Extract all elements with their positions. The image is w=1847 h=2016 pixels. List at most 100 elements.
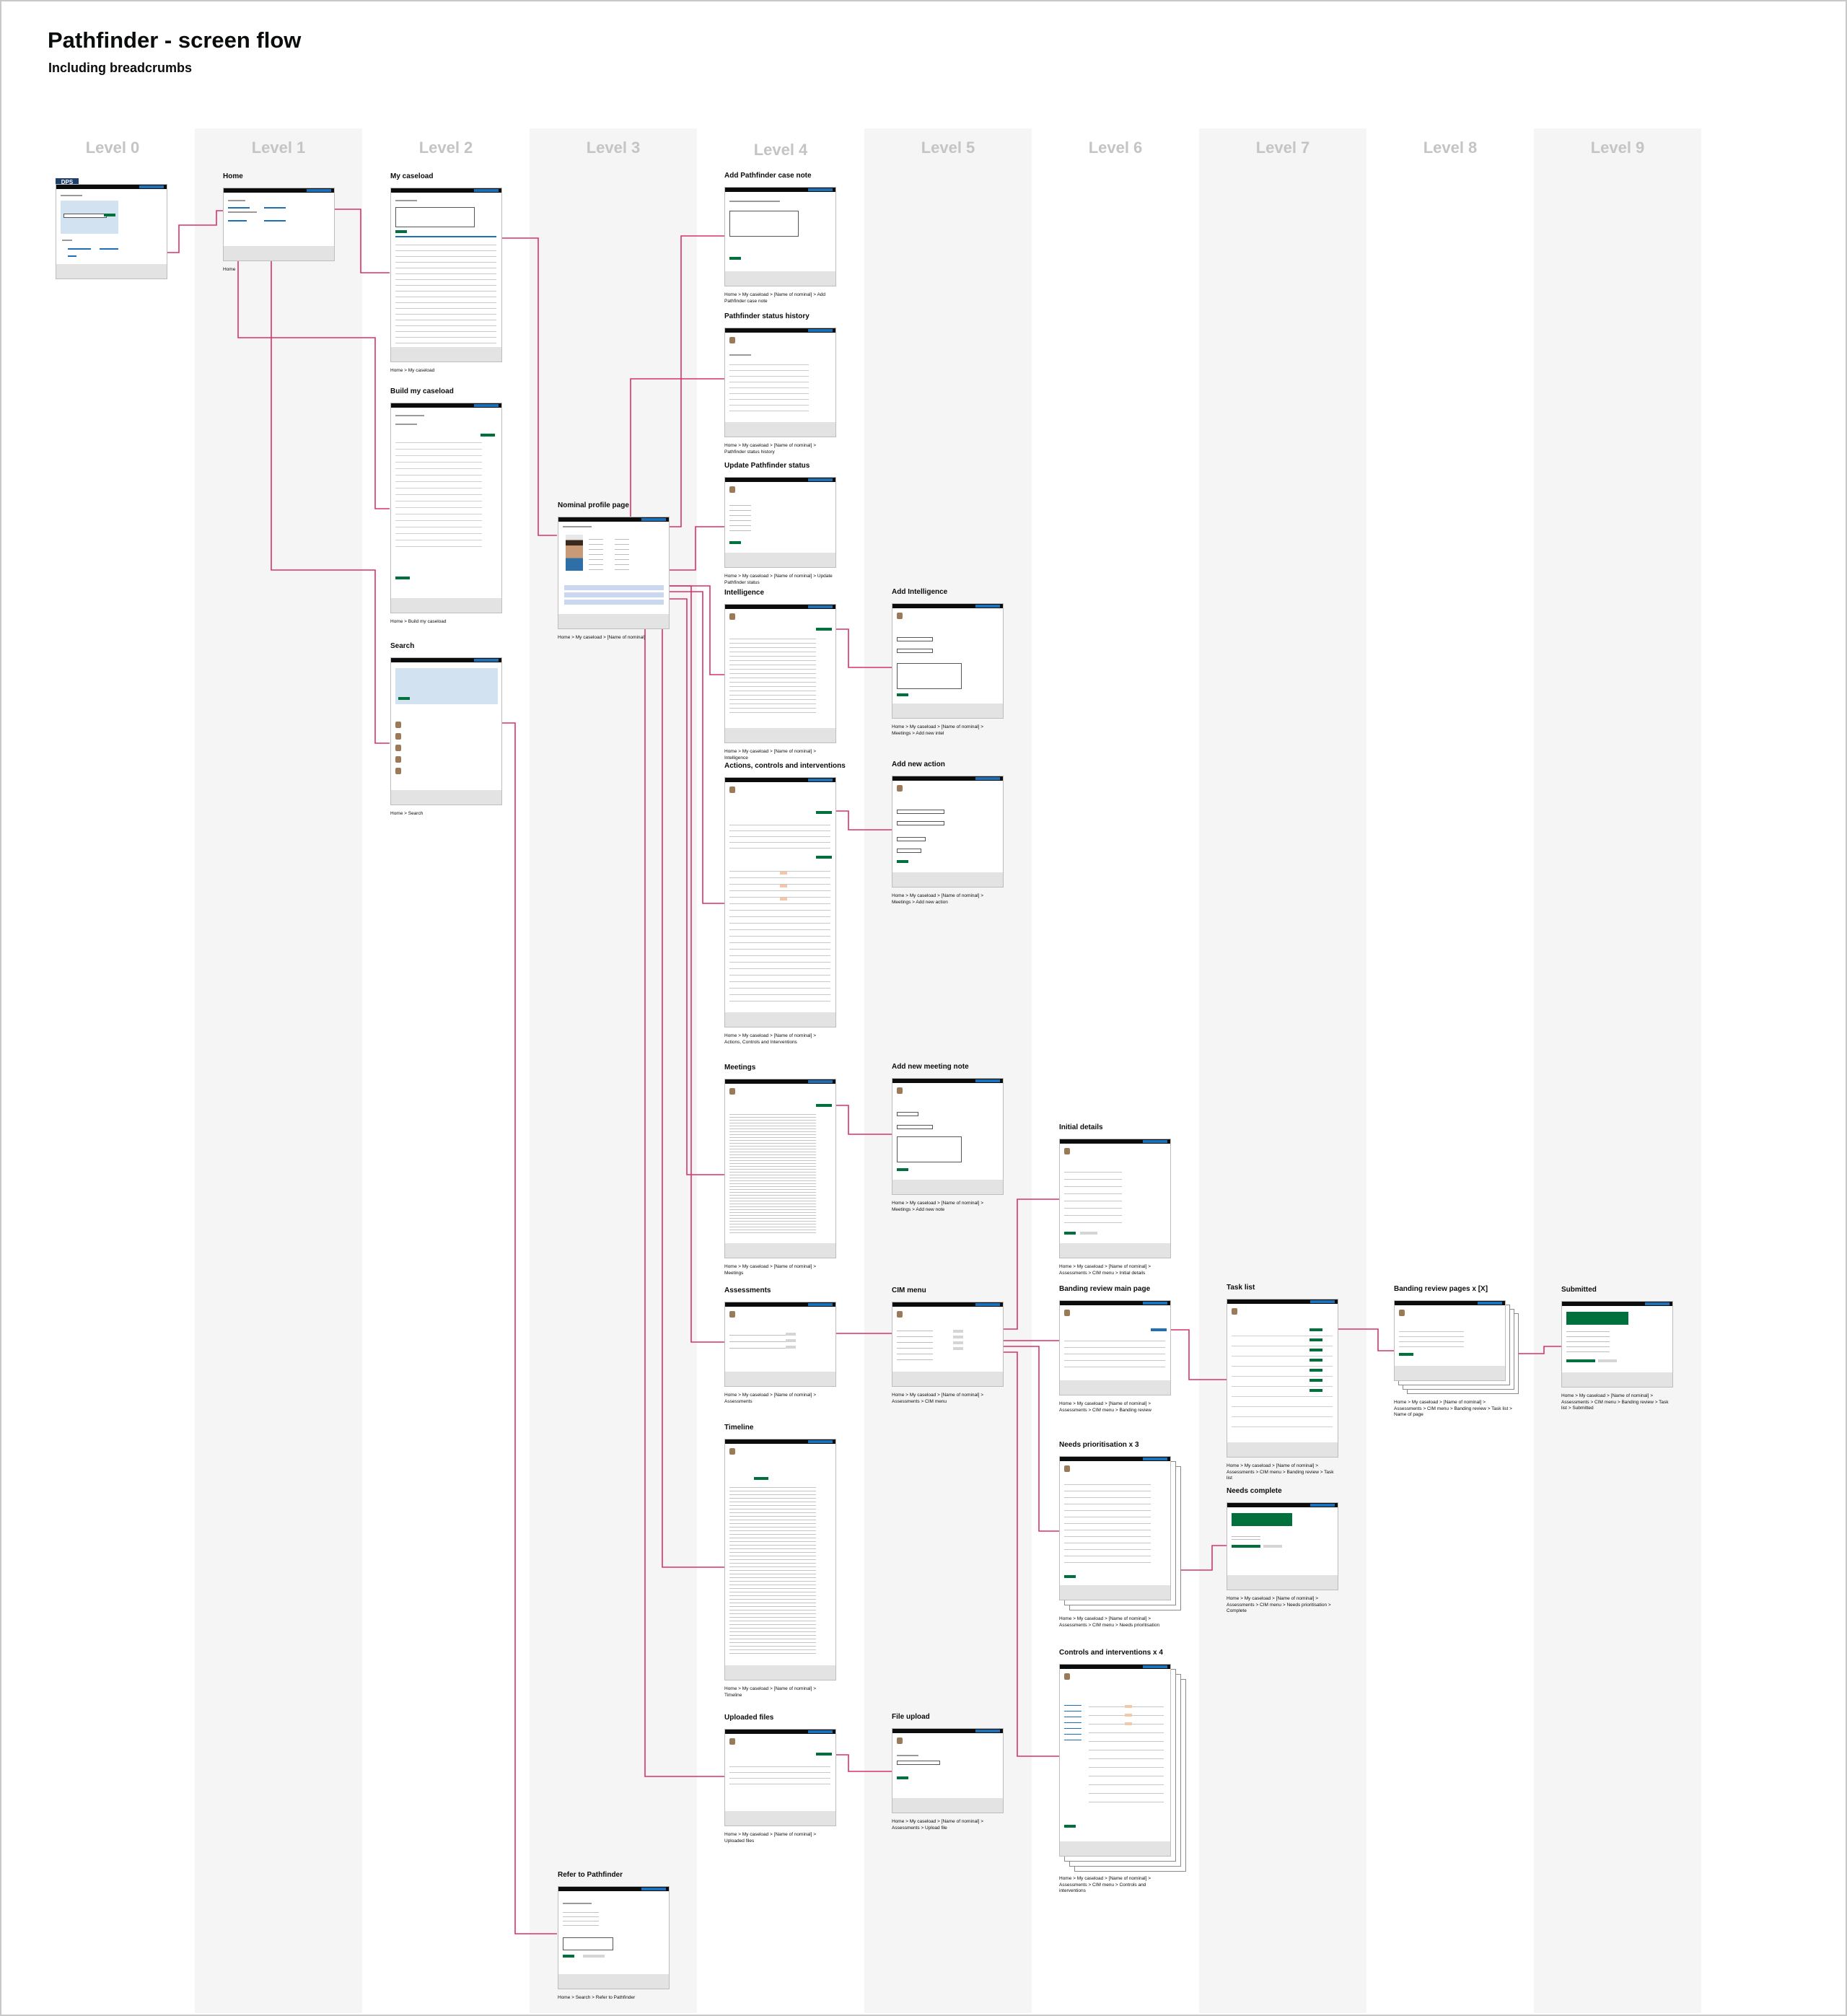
- screen-title: Add Intelligence: [892, 588, 948, 596]
- screen-needs-complete[interactable]: Needs complete Home > My caseload > [Nam…: [1227, 1487, 1338, 1613]
- screen-breadcrumb: Home > My caseload > [Name of nominal] >…: [892, 1201, 983, 1212]
- level-label-9: Level 9: [1590, 139, 1645, 157]
- screen-breadcrumb: Home > My caseload > [Name of nominal] >…: [724, 443, 816, 455]
- level-label-1: Level 1: [251, 139, 306, 157]
- screen-thumbnail: [1059, 1139, 1171, 1258]
- screen-submitted[interactable]: Submitted Home > My caseload > [Name of …: [1561, 1286, 1673, 1411]
- screen-breadcrumb: Home > My caseload > [Name of nominal] >…: [724, 1832, 816, 1844]
- screen-controls-interventions[interactable]: Controls and interventions x 4 Home > My…: [1059, 1649, 1188, 1893]
- level-label-8: Level 8: [1423, 139, 1478, 157]
- screen-add-action[interactable]: Add new action Home > My caseload > [Nam…: [892, 761, 1004, 905]
- screen-title: Nominal profile page: [558, 501, 629, 509]
- page-subtitle: Including breadcrumbs: [48, 61, 193, 75]
- screen-title: My caseload: [390, 172, 434, 180]
- screen-breadcrumb: Home > My caseload > [Name of nominal] >…: [1227, 1463, 1334, 1481]
- level-label-2: Level 2: [418, 139, 473, 157]
- screen-thumbnail: [390, 657, 502, 805]
- screen-title: Intelligence: [724, 589, 765, 597]
- screen-title: Add new action: [892, 761, 945, 768]
- screen-breadcrumb: Home > My caseload > [Name of nominal] >…: [724, 749, 816, 761]
- screen-breadcrumb: Home > Search > Refer to Pathfinder: [558, 1995, 636, 2000]
- screen-timeline[interactable]: Timeline Home > My caseload > [Name of n…: [724, 1424, 836, 1698]
- screen-thumbnail: [1227, 1299, 1338, 1458]
- screen-add-case-note[interactable]: Add Pathfinder case note Home > My casel…: [724, 172, 836, 304]
- screen-update-status[interactable]: Update Pathfinder status Home > My casel…: [724, 462, 836, 585]
- screen-title: Controls and interventions x 4: [1059, 1649, 1163, 1657]
- screen-thumbnail: [1227, 1502, 1338, 1590]
- level-label-4: Level 4: [753, 141, 808, 159]
- level-label-0: Level 0: [85, 139, 140, 157]
- screen-search[interactable]: Search Home > Search: [390, 642, 502, 816]
- screen-breadcrumb: Home > Search: [390, 811, 424, 816]
- screen-title: Banding review main page: [1059, 1285, 1151, 1293]
- screen-title: Task list: [1227, 1284, 1255, 1292]
- screen-breadcrumb: Home > My caseload > [Name of nominal] >…: [892, 893, 983, 905]
- screen-add-intelligence[interactable]: Add Intelligence Home > My caseload > [N…: [892, 588, 1004, 736]
- level-band-9: [1534, 128, 1701, 2013]
- screen-task-list[interactable]: Task list Home > My caseload > [Name of …: [1227, 1284, 1338, 1481]
- screen-title: Initial details: [1059, 1123, 1103, 1131]
- screen-thumbnail: [724, 1729, 836, 1826]
- page-title: Pathfinder - screen flow: [48, 27, 302, 53]
- screen-meetings[interactable]: Meetings Home > My caseload > [Name of n…: [724, 1064, 836, 1276]
- screen-breadcrumb: Home > My caseload > [Name of nominal] >…: [724, 1264, 816, 1276]
- screen-build-caseload[interactable]: Build my caseload Home > Build my caselo…: [390, 387, 502, 624]
- screen-nominal-profile[interactable]: Nominal profile page Home > My caseload …: [558, 501, 670, 640]
- screen-thumbnail: [1059, 1664, 1171, 1857]
- screen-thumbnail: [558, 517, 670, 629]
- screen-thumbnail: [1561, 1301, 1673, 1388]
- dps-badge: DPS: [56, 178, 79, 186]
- screen-breadcrumb: Home > My caseload > [Name of nominal] >…: [1059, 1264, 1151, 1276]
- level-label-5: Level 5: [921, 139, 975, 157]
- screen-my-caseload[interactable]: My caseload Home > My caseload: [390, 172, 502, 373]
- screen-thumbnail: [892, 603, 1004, 719]
- screen-actions[interactable]: Actions, controls and interventions Home…: [724, 762, 846, 1045]
- screen-banding-pages[interactable]: Banding review pages x [X] Home > My cas…: [1394, 1285, 1519, 1417]
- screen-breadcrumb: Home > My caseload > [Name of nominal] >…: [1059, 1616, 1160, 1628]
- screen-cim-menu[interactable]: CIM menu Home > My caseload > [Name of n…: [892, 1287, 1004, 1404]
- screen-thumbnail: [223, 188, 335, 261]
- screen-thumbnail: [892, 1302, 1004, 1387]
- screen-thumbnail: [724, 1079, 836, 1258]
- screen-file-upload[interactable]: File upload Home > My caseload > [Name o…: [892, 1713, 1004, 1831]
- screen-title: Timeline: [724, 1424, 754, 1432]
- screen-breadcrumb: Home > My caseload: [390, 368, 435, 373]
- screen-thumbnail: [390, 403, 502, 613]
- screen-title: Banding review pages x [X]: [1394, 1285, 1488, 1293]
- screen-thumbnail: [390, 188, 502, 362]
- screen-title: File upload: [892, 1713, 930, 1721]
- screen-title: Needs complete: [1227, 1487, 1282, 1495]
- screen-title: Uploaded files: [724, 1714, 774, 1722]
- screen-thumbnail: [724, 604, 836, 743]
- level-band-3: [530, 128, 697, 2013]
- screen-status-history[interactable]: Pathfinder status history Home > My case…: [724, 312, 836, 455]
- screen-title: Add new meeting note: [892, 1063, 969, 1071]
- screen-title: Meetings: [724, 1064, 756, 1071]
- screen-thumbnail: [1059, 1456, 1171, 1600]
- screen-add-meeting-note[interactable]: Add new meeting note Home > My caseload …: [892, 1063, 1004, 1212]
- screen-breadcrumb: Home: [223, 267, 236, 272]
- screen-breadcrumb: Home > My caseload > [Name of nominal] >…: [1059, 1876, 1151, 1893]
- screen-breadcrumb: Home > My caseload > [Name of nominal] >…: [724, 1393, 816, 1404]
- screen-breadcrumb: Home > My caseload > [Name of nominal] >…: [724, 574, 833, 585]
- screen-thumbnail: [1394, 1300, 1506, 1381]
- screen-refer[interactable]: Refer to Pathfinder Home > Search > Refe…: [558, 1871, 670, 2000]
- screen-breadcrumb: Home > My caseload > [Name of nominal] >…: [892, 1819, 983, 1831]
- screen-initial-details[interactable]: Initial details Home > My caseload > [Na…: [1059, 1123, 1171, 1276]
- screen-breadcrumb: Home > My caseload > [Name of nominal] >…: [1394, 1400, 1512, 1417]
- screen-assessments[interactable]: Assessments Home > My caseload > [Name o…: [724, 1287, 836, 1404]
- screen-banding-main[interactable]: Banding review main page Home > My casel…: [1059, 1285, 1171, 1413]
- screen-home[interactable]: Home Home: [223, 172, 335, 272]
- screen-breadcrumb: Home > My caseload > [Name of nominal] >…: [724, 292, 826, 304]
- screen-title: Needs prioritisation x 3: [1059, 1441, 1139, 1449]
- screen-intelligence[interactable]: Intelligence Home > My caseload > [Name …: [724, 589, 836, 761]
- screen-title: Update Pathfinder status: [724, 462, 810, 470]
- screen-breadcrumb: Home > My caseload > [Name of nominal] >…: [724, 1033, 816, 1045]
- screen-needs-prioritisation[interactable]: Needs prioritisation x 3 Home > My casel…: [1059, 1441, 1181, 1628]
- screen-uploaded-files[interactable]: Uploaded files Home > My caseload > [Nam…: [724, 1714, 836, 1844]
- screen-thumbnail: [724, 187, 836, 286]
- screen-thumbnail: [1059, 1300, 1171, 1395]
- screen-dps[interactable]: DPS: [56, 178, 167, 279]
- screen-title: Home: [223, 172, 243, 180]
